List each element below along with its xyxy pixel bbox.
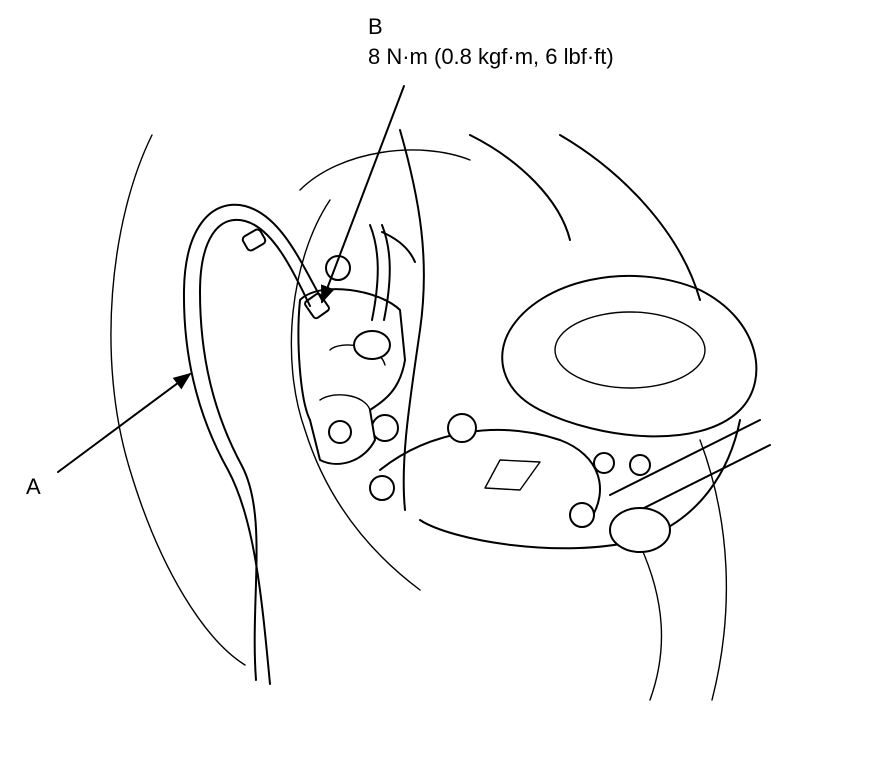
knuckle-bolt-3 — [369, 475, 395, 501]
disc-rim-outer — [299, 149, 471, 191]
callout-b-torque-spec: 8 N·m (0.8 kgf·m, 6 lbf·ft) — [368, 44, 614, 69]
bleeder-tube-outer — [182, 203, 323, 685]
callout-b-letter: B — [368, 14, 383, 39]
tube-end-cap — [241, 228, 267, 252]
bleeder-tube-inner — [199, 218, 311, 681]
ball-joint — [609, 507, 671, 553]
rotor-edge-right — [699, 439, 728, 701]
caliper-piston-fitting — [353, 330, 391, 360]
brake-hose-upper — [369, 224, 379, 321]
knuckle-bolt-1 — [447, 413, 477, 443]
callout-a-letter: A — [26, 474, 41, 499]
leader-line-b — [321, 85, 405, 304]
tire-outline-left — [110, 134, 246, 666]
knuckle-lower-body — [379, 429, 601, 521]
knuckle-upper-arm — [399, 129, 425, 511]
knuckle-bolt-5 — [593, 452, 615, 474]
knuckle-bolt-4 — [569, 502, 595, 528]
knuckle-bolt-6 — [629, 454, 651, 476]
rotor-edge-right-2 — [639, 544, 663, 701]
knuckle-arm-inner — [469, 134, 571, 241]
knuckle-slot — [484, 459, 541, 491]
leader-line-a — [57, 372, 192, 473]
caliper-guide-bolt-lower — [328, 420, 352, 444]
knuckle-bolt-2 — [371, 414, 399, 442]
knuckle-ring-outer — [501, 274, 758, 438]
knuckle-arm-outer — [559, 134, 701, 301]
brake-line-right — [381, 231, 416, 263]
knuckle-ring-inner — [554, 311, 706, 389]
